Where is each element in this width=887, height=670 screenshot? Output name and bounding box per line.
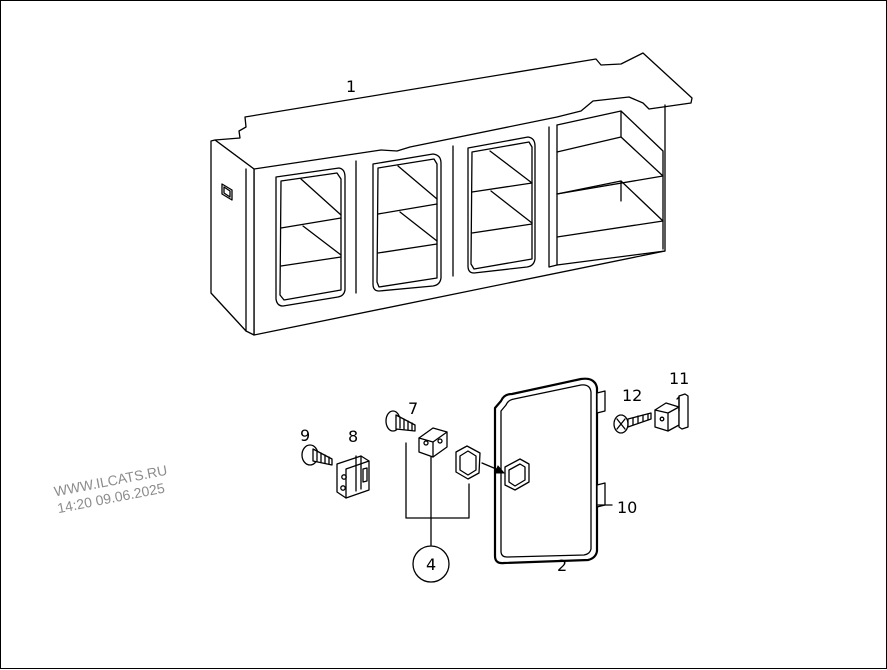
compartment-open [548, 110, 666, 268]
hinge-11[interactable] [654, 393, 689, 432]
screw-12[interactable] [613, 412, 652, 434]
cabinet-top-panel [214, 52, 693, 170]
assembly-arrow [481, 462, 506, 474]
cabinet-side-panel [210, 139, 255, 336]
compartment-1 [275, 167, 346, 307]
side-handle-slot [221, 183, 233, 201]
callout-4: 4 [426, 555, 436, 574]
compartment-3 [467, 136, 536, 274]
watermark: WWW.ILCATS.RU 14:20 09.06.2025 [53, 462, 169, 516]
callout-10: 10 [617, 498, 637, 517]
latch-gasket[interactable] [455, 445, 481, 480]
screw-9[interactable] [301, 444, 333, 466]
cabinet-part-1[interactable] [210, 52, 693, 336]
compartment-2 [372, 153, 442, 292]
hinge-8[interactable] [336, 455, 370, 499]
callout-11: 11 [669, 369, 689, 388]
callout-7: 7 [408, 399, 418, 418]
door-part-2[interactable] [493, 377, 606, 565]
latch-clip[interactable] [418, 427, 448, 458]
callout-9: 9 [300, 426, 310, 445]
callout-12: 12 [622, 386, 642, 405]
callout-circle-4 [412, 545, 450, 583]
callout-8: 8 [348, 427, 358, 446]
assembly-bracket [405, 442, 470, 583]
callout-2: 2 [557, 556, 567, 575]
door-handle [504, 458, 530, 491]
callout-1: 1 [346, 77, 356, 96]
screw-7[interactable] [385, 410, 416, 432]
